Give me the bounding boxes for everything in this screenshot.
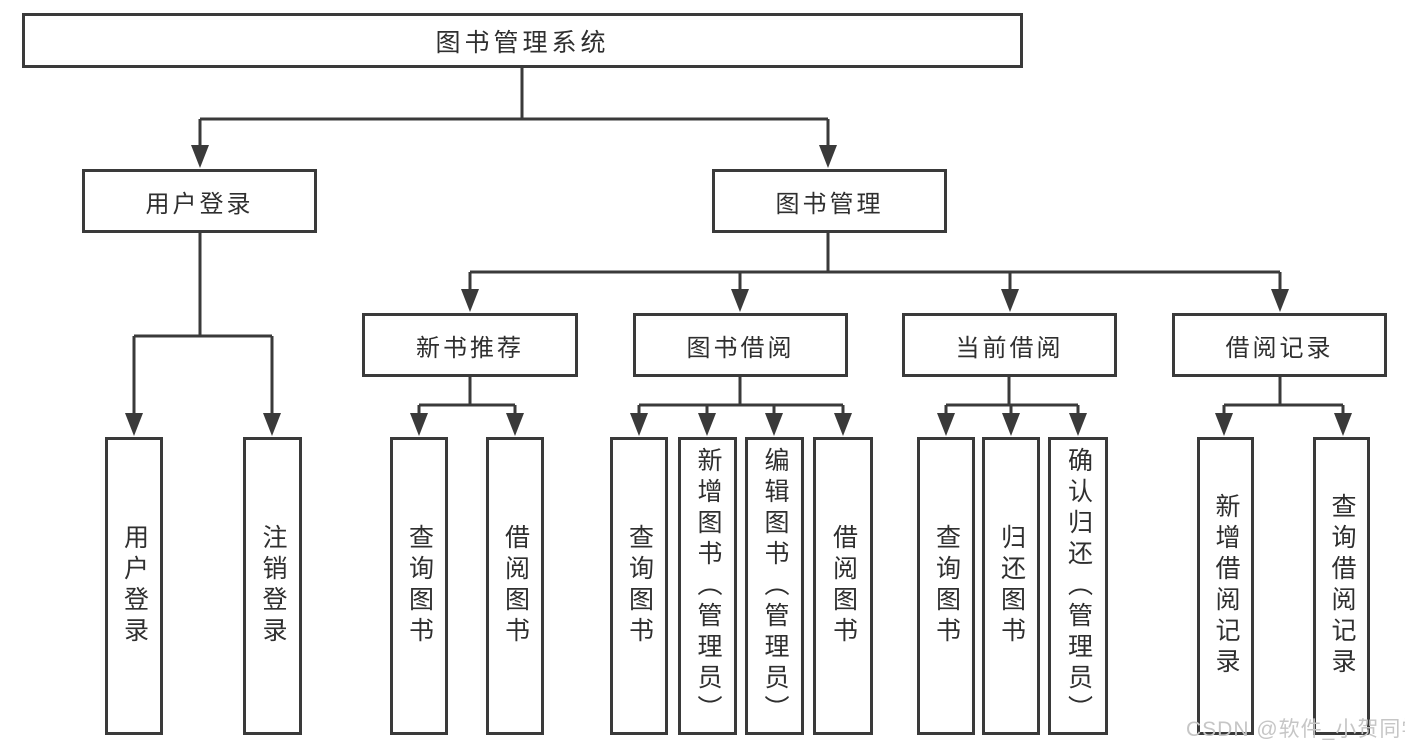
leaf-newbook-borrow-books: 借阅图书 [486,437,544,735]
leaf-current-query-books-label: 查询图书 [932,524,961,648]
node-borrow-records: 借阅记录 [1172,313,1387,377]
node-current-borrow-label: 当前借阅 [955,334,1064,362]
leaf-user-login: 用户登录 [105,437,163,735]
leaf-logout: 注销登录 [243,437,302,735]
leaf-current-return-books: 归还图书 [982,437,1040,735]
node-root-system-label: 图书管理系统 [435,28,610,57]
leaf-current-confirm-return-admin: 确认归还（管理员） [1048,437,1108,735]
node-book-borrow: 图书借阅 [633,313,848,377]
leaf-borrow-edit-books-admin: 编辑图书（管理员） [745,437,804,735]
node-book-borrow-label: 图书借阅 [686,334,795,362]
connector-current-borrow-children [944,377,1080,416]
leaf-borrow-query-books: 查询图书 [610,437,668,735]
node-user-login: 用户登录 [82,169,317,233]
leaf-current-return-books-label: 归还图书 [997,524,1026,648]
csdn-watermark: CSDN @软件_小贺同学 [1186,718,1405,741]
leaf-borrow-borrow-books-label: 借阅图书 [829,524,858,648]
node-new-book-recommend: 新书推荐 [362,313,578,377]
connector-new-book-children [417,377,517,416]
leaf-newbook-query-books-label: 查询图书 [405,524,434,648]
node-new-book-recommend-label: 新书推荐 [416,334,524,362]
leaf-current-confirm-return-admin-label: 确认归还（管理员） [1064,446,1093,726]
connector-root-to-level2 [198,68,830,148]
connector-book-borrow-children [637,377,845,416]
connector-user-login-children [132,233,274,416]
leaf-borrow-add-books-admin-label: 新增图书（管理员） [694,446,722,726]
node-book-management-label: 图书管理 [775,190,884,218]
connector-book-management-children [468,233,1282,292]
node-current-borrow: 当前借阅 [902,313,1117,377]
leaf-borrow-borrow-books: 借阅图书 [813,437,873,735]
node-user-login-label: 用户登录 [145,190,254,218]
leaf-records-query-record: 查询借阅记录 [1313,437,1370,735]
node-borrow-records-label: 借阅记录 [1225,334,1334,362]
leaf-borrow-edit-books-admin-label: 编辑图书（管理员） [761,446,789,726]
node-root-system: 图书管理系统 [22,13,1023,68]
leaf-newbook-query-books: 查询图书 [390,437,448,735]
leaf-user-login-label: 用户登录 [120,524,149,648]
leaf-borrow-query-books-label: 查询图书 [625,524,654,648]
leaf-current-query-books: 查询图书 [917,437,975,735]
leaf-records-add-record-label: 新增借阅记录 [1212,493,1240,679]
leaf-logout-label: 注销登录 [259,524,287,648]
leaf-records-add-record: 新增借阅记录 [1197,437,1254,735]
leaf-records-query-record-label: 查询借阅记录 [1328,493,1356,679]
leaf-borrow-add-books-admin: 新增图书（管理员） [678,437,737,735]
arrowheads [125,145,1352,436]
leaf-newbook-borrow-books-label: 借阅图书 [501,524,530,648]
node-book-management: 图书管理 [712,169,947,233]
connector-borrow-records-children [1222,377,1345,416]
